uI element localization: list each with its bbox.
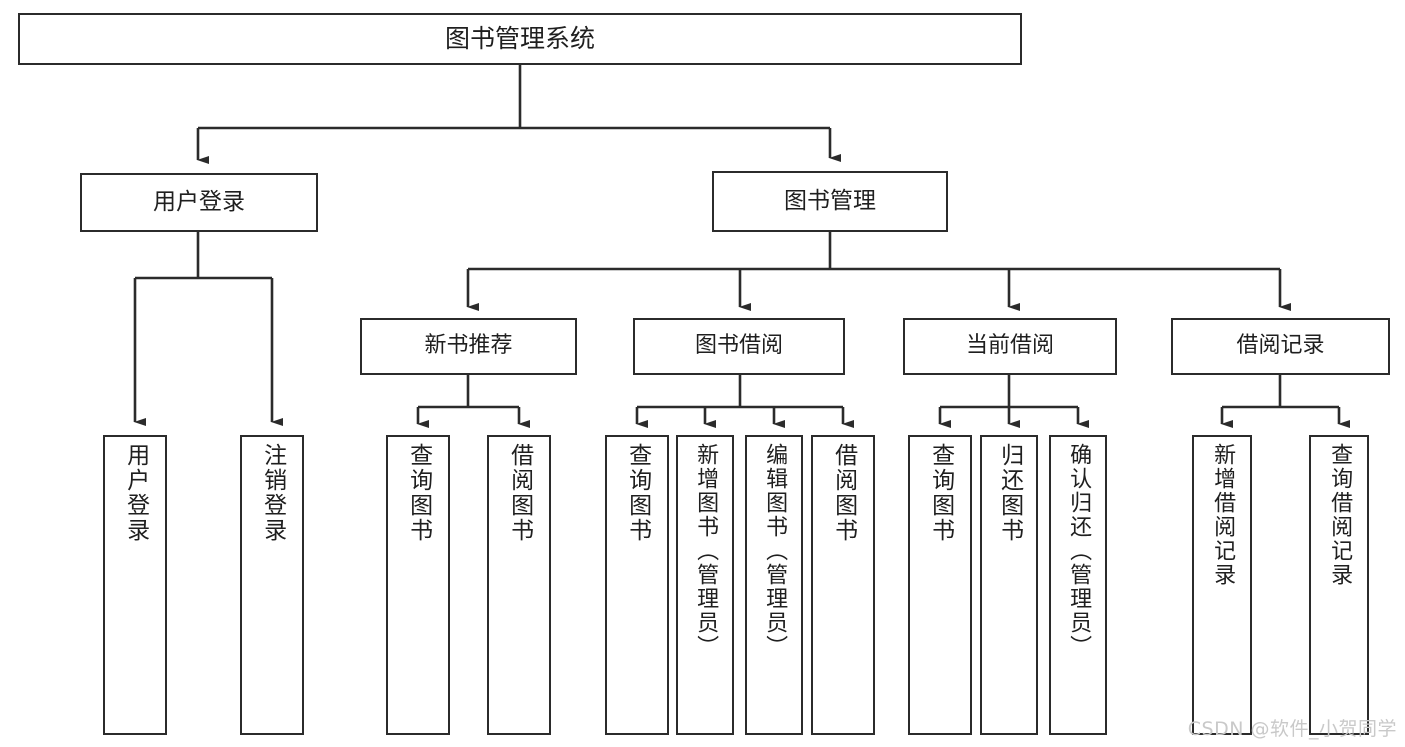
node-label: 用户登录	[153, 188, 245, 215]
node-book-management[interactable]: 图书管理	[712, 171, 948, 232]
node-label: 用户登录	[122, 443, 149, 543]
leaf-current-confirm-return-admin[interactable]: 确认归还（管理员）	[1049, 435, 1107, 735]
node-label: 图书管理系统	[444, 24, 595, 53]
node-label: 借阅图书	[830, 443, 857, 543]
leaf-current-query-book[interactable]: 查询图书	[908, 435, 972, 735]
node-label: 查询图书	[624, 443, 651, 543]
leaf-record-query-record[interactable]: 查询借阅记录	[1309, 435, 1369, 735]
leaf-user-logout[interactable]: 注销登录	[240, 435, 304, 735]
node-label: 图书借阅	[694, 333, 783, 359]
node-user-login[interactable]: 用户登录	[80, 173, 318, 232]
leaf-record-add-record[interactable]: 新增借阅记录	[1192, 435, 1252, 735]
leaf-recommend-borrow-book[interactable]: 借阅图书	[487, 435, 551, 735]
node-label: 新增图书（管理员）	[693, 443, 719, 659]
leaf-user-login-do[interactable]: 用户登录	[103, 435, 167, 735]
leaf-borrow-borrow-book[interactable]: 借阅图书	[811, 435, 875, 735]
node-label: 确认归还（管理员）	[1066, 443, 1092, 659]
leaf-borrow-edit-book-admin[interactable]: 编辑图书（管理员）	[745, 435, 803, 735]
node-label: 新增借阅记录	[1210, 443, 1236, 587]
node-label: 新书推荐	[424, 333, 513, 359]
leaf-current-return-book[interactable]: 归还图书	[980, 435, 1038, 735]
node-label: 查询借阅记录	[1327, 443, 1353, 587]
leaf-borrow-add-book-admin[interactable]: 新增图书（管理员）	[676, 435, 734, 735]
node-label: 查询图书	[927, 443, 954, 543]
node-label: 查询图书	[405, 443, 432, 543]
leaf-recommend-query-book[interactable]: 查询图书	[386, 435, 450, 735]
leaf-borrow-query-book[interactable]: 查询图书	[605, 435, 669, 735]
node-book-borrow[interactable]: 图书借阅	[633, 318, 845, 375]
node-label: 图书管理	[784, 187, 876, 214]
node-root-system[interactable]: 图书管理系统	[18, 13, 1022, 65]
node-label: 借阅图书	[506, 443, 533, 543]
node-label: 注销登录	[259, 443, 286, 543]
csdn-watermark: CSDN @软件_小贺同学	[1187, 718, 1397, 740]
node-new-book-recommend[interactable]: 新书推荐	[360, 318, 577, 375]
node-borrow-record[interactable]: 借阅记录	[1171, 318, 1390, 375]
node-label: 当前借阅	[965, 333, 1054, 359]
node-label: 编辑图书（管理员）	[762, 443, 788, 659]
node-current-borrow[interactable]: 当前借阅	[903, 318, 1117, 375]
node-label: 借阅记录	[1236, 333, 1325, 359]
node-label: 归还图书	[996, 443, 1023, 543]
